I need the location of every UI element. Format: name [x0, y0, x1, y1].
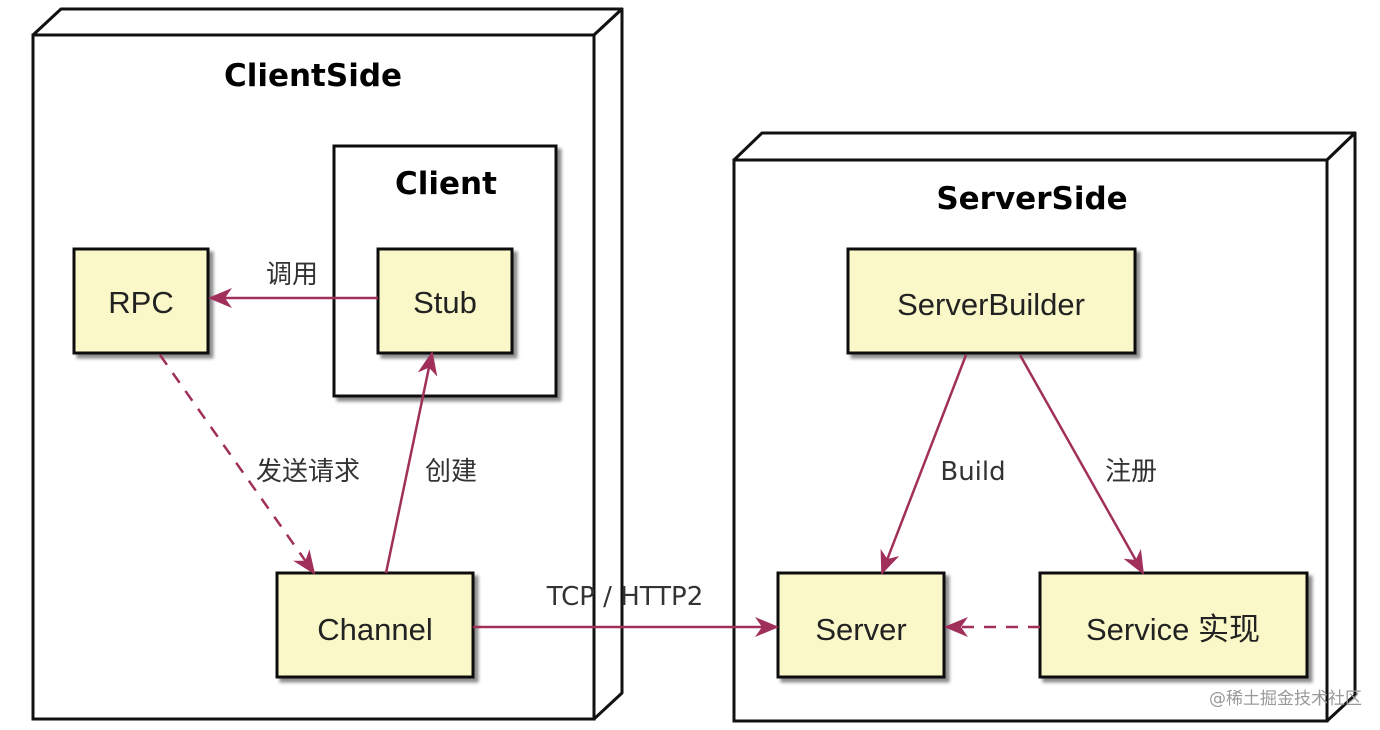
edge-label-build: Build: [940, 457, 1005, 487]
edge-builder-to-service: 注册: [1018, 354, 1157, 575]
edge-label-send-request: 发送请求: [256, 457, 360, 487]
server-node-label: Server: [815, 612, 906, 647]
server-builder-node: ServerBuilder: [846, 247, 1137, 355]
service-node: Service 实现: [1038, 571, 1309, 679]
edge-label-call: 调用: [266, 260, 318, 290]
rpc-node: RPC: [72, 247, 210, 355]
server-node: Server: [776, 571, 946, 679]
stub-node-label: Stub: [413, 285, 477, 320]
edge-channel-to-stub: 创建: [384, 351, 477, 574]
edge-stub-to-rpc: 调用: [208, 260, 378, 308]
client-side-title: ClientSide: [224, 58, 402, 94]
edge-label-register: 注册: [1105, 457, 1157, 487]
channel-node-label: Channel: [317, 612, 432, 647]
edge-label-tcp-http2: TCP / HTTP2: [546, 582, 704, 612]
server-side-title: ServerSide: [936, 181, 1127, 217]
edge-channel-to-server: TCP / HTTP2: [473, 582, 779, 637]
edge-builder-to-server: Build: [880, 354, 1006, 575]
client-group-title: Client: [395, 166, 497, 202]
server-builder-node-label: ServerBuilder: [897, 287, 1085, 322]
watermark-text: @稀土掘金技术社区: [1209, 689, 1362, 709]
channel-node: Channel: [275, 571, 475, 679]
rpc-node-label: RPC: [108, 285, 173, 320]
edge-rpc-to-channel: 发送请求: [158, 354, 360, 575]
edge-label-create: 创建: [425, 457, 477, 487]
stub-node: Stub: [376, 247, 514, 355]
service-node-label: Service 实现: [1086, 612, 1260, 647]
